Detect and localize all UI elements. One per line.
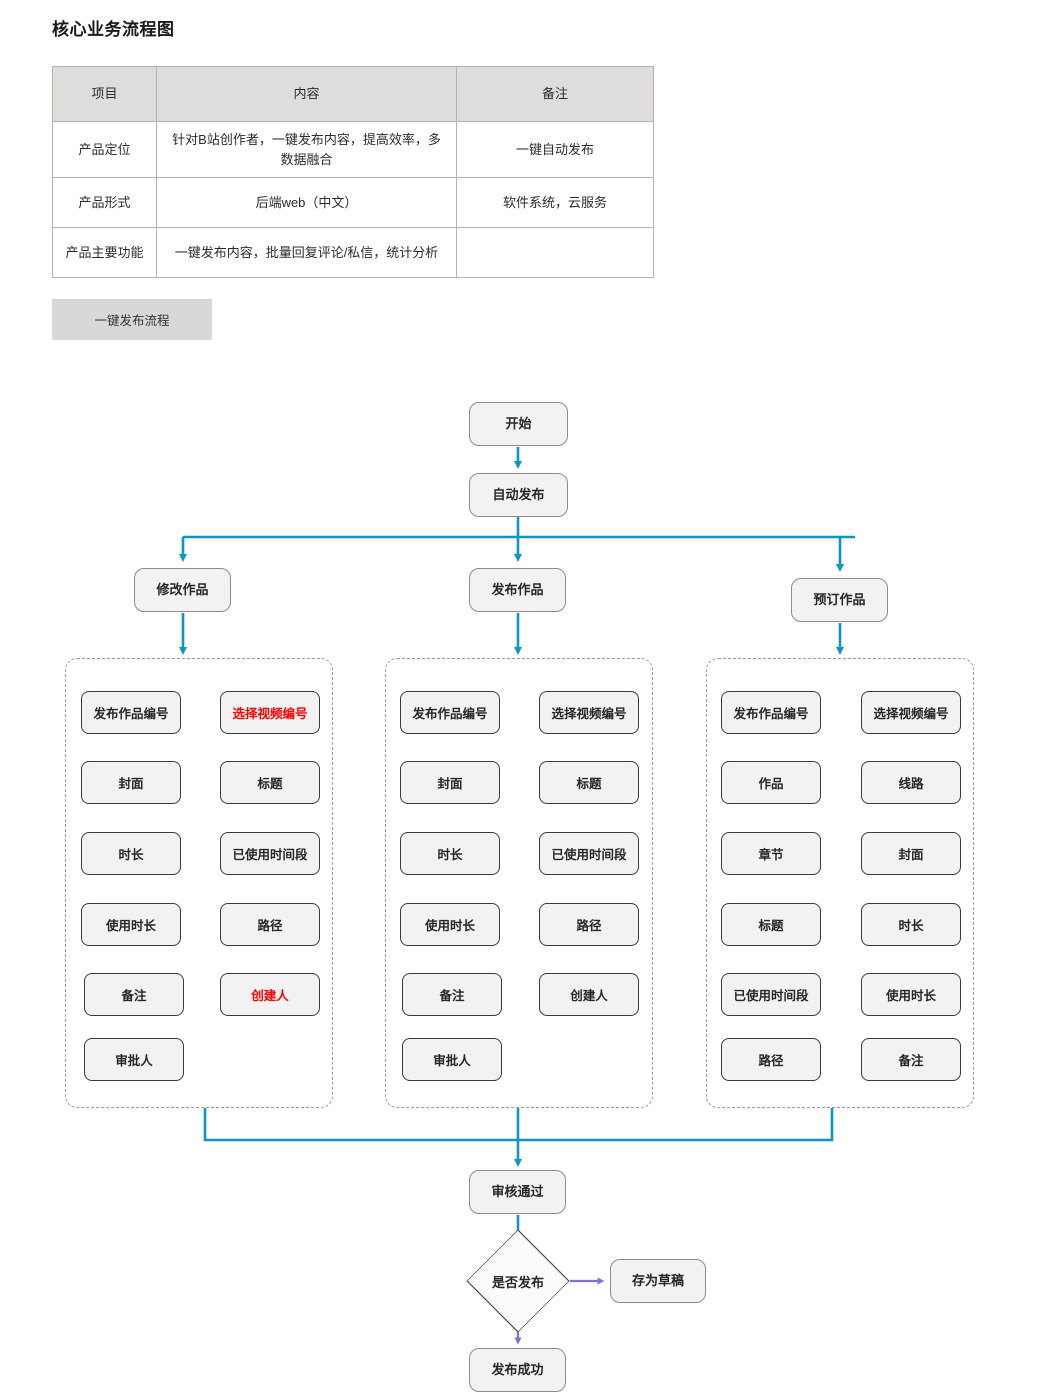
field-publish-work-id-2[interactable]: 发布作品编号 [400,691,500,734]
group-box-publish-work [385,658,653,1108]
field-approver-1[interactable]: 审批人 [84,1038,184,1081]
edge-merge-bus [203,1108,834,1142]
field-select-video-id-3[interactable]: 选择视频编号 [861,691,961,734]
cell-content: 针对B站创作者，一键发布内容，提高效率，多数据融合 [156,121,457,178]
section-label-text: 一键发布流程 [94,314,170,328]
field-route-3[interactable]: 线路 [861,761,961,804]
table-header-row: 项目 内容 备注 [52,66,654,122]
field-remark-1[interactable]: 备注 [84,973,184,1016]
table-row: 产品主要功能 一键发布内容，批量回复评论/私信，统计分析 [52,227,654,278]
field-duration-1[interactable]: 时长 [81,832,181,875]
node-review-pass[interactable]: 审核通过 [469,1170,566,1214]
field-select-video-id-2[interactable]: 选择视频编号 [539,691,639,734]
node-branch-publish-work[interactable]: 发布作品 [469,568,566,612]
field-title-1[interactable]: 标题 [220,761,320,804]
cell-item: 产品主要功能 [52,227,157,278]
node-save-draft[interactable]: 存为草稿 [610,1259,706,1303]
table-row: 产品形式 后端web（中文） 软件系统，云服务 [52,177,654,228]
cell-content: 后端web（中文） [156,177,457,228]
node-auto-publish[interactable]: 自动发布 [469,473,568,517]
field-used-period-1[interactable]: 已使用时间段 [220,832,320,875]
node-start[interactable]: 开始 [469,402,568,446]
field-path-3[interactable]: 路径 [721,1038,821,1081]
spec-table: 项目 内容 备注 产品定位 针对B站创作者，一键发布内容，提高效率，多数据融合 … [52,66,654,278]
cell-remark: 软件系统，云服务 [456,177,654,228]
field-used-period-3[interactable]: 已使用时间段 [721,973,821,1016]
field-used-duration-2[interactable]: 使用时长 [400,903,500,946]
field-duration-2[interactable]: 时长 [400,832,500,875]
field-creator-2[interactable]: 创建人 [539,973,639,1016]
column-header-item: 项目 [52,66,157,122]
cell-remark: 一键自动发布 [456,121,654,178]
field-publish-work-id-3[interactable]: 发布作品编号 [721,691,821,734]
group-box-modify-work [65,658,333,1108]
field-remark-2[interactable]: 备注 [402,973,502,1016]
field-cover-3[interactable]: 封面 [861,832,961,875]
field-work-3[interactable]: 作品 [721,761,821,804]
node-branch-reserve-work[interactable]: 预订作品 [791,578,888,622]
node-publish-success[interactable]: 发布成功 [469,1348,566,1392]
field-path-1[interactable]: 路径 [220,903,320,946]
table-row: 产品定位 针对B站创作者，一键发布内容，提高效率，多数据融合 一键自动发布 [52,121,654,178]
field-duration-3[interactable]: 时长 [861,903,961,946]
field-publish-work-id-1[interactable]: 发布作品编号 [81,691,181,734]
field-cover-1[interactable]: 封面 [81,761,181,804]
cell-item: 产品形式 [52,177,157,228]
field-select-video-id-1[interactable]: 选择视频编号 [220,691,320,734]
column-header-content: 内容 [156,66,457,122]
node-branch-modify-work[interactable]: 修改作品 [134,568,231,612]
field-cover-2[interactable]: 封面 [400,761,500,804]
page-title: 核心业务流程图 [52,20,175,39]
group-box-reserve-work [706,658,974,1108]
field-approver-2[interactable]: 审批人 [402,1038,502,1081]
column-header-remark: 备注 [456,66,654,122]
cell-remark [456,227,654,278]
field-used-period-2[interactable]: 已使用时间段 [539,832,639,875]
cell-item: 产品定位 [52,121,157,178]
field-chapter-3[interactable]: 章节 [721,832,821,875]
section-label-publish-flow: 一键发布流程 [52,299,212,340]
field-path-2[interactable]: 路径 [539,903,639,946]
field-title-2[interactable]: 标题 [539,761,639,804]
field-creator-1[interactable]: 创建人 [220,973,320,1016]
field-used-duration-3[interactable]: 使用时长 [861,973,961,1016]
field-title-3[interactable]: 标题 [721,903,821,946]
node-decision-publish[interactable]: 是否发布 [466,1229,570,1333]
decision-label: 是否发布 [491,1274,544,1290]
cell-content: 一键发布内容，批量回复评论/私信，统计分析 [156,227,457,278]
field-remark-3[interactable]: 备注 [861,1038,961,1081]
field-used-duration-1[interactable]: 使用时长 [81,903,181,946]
